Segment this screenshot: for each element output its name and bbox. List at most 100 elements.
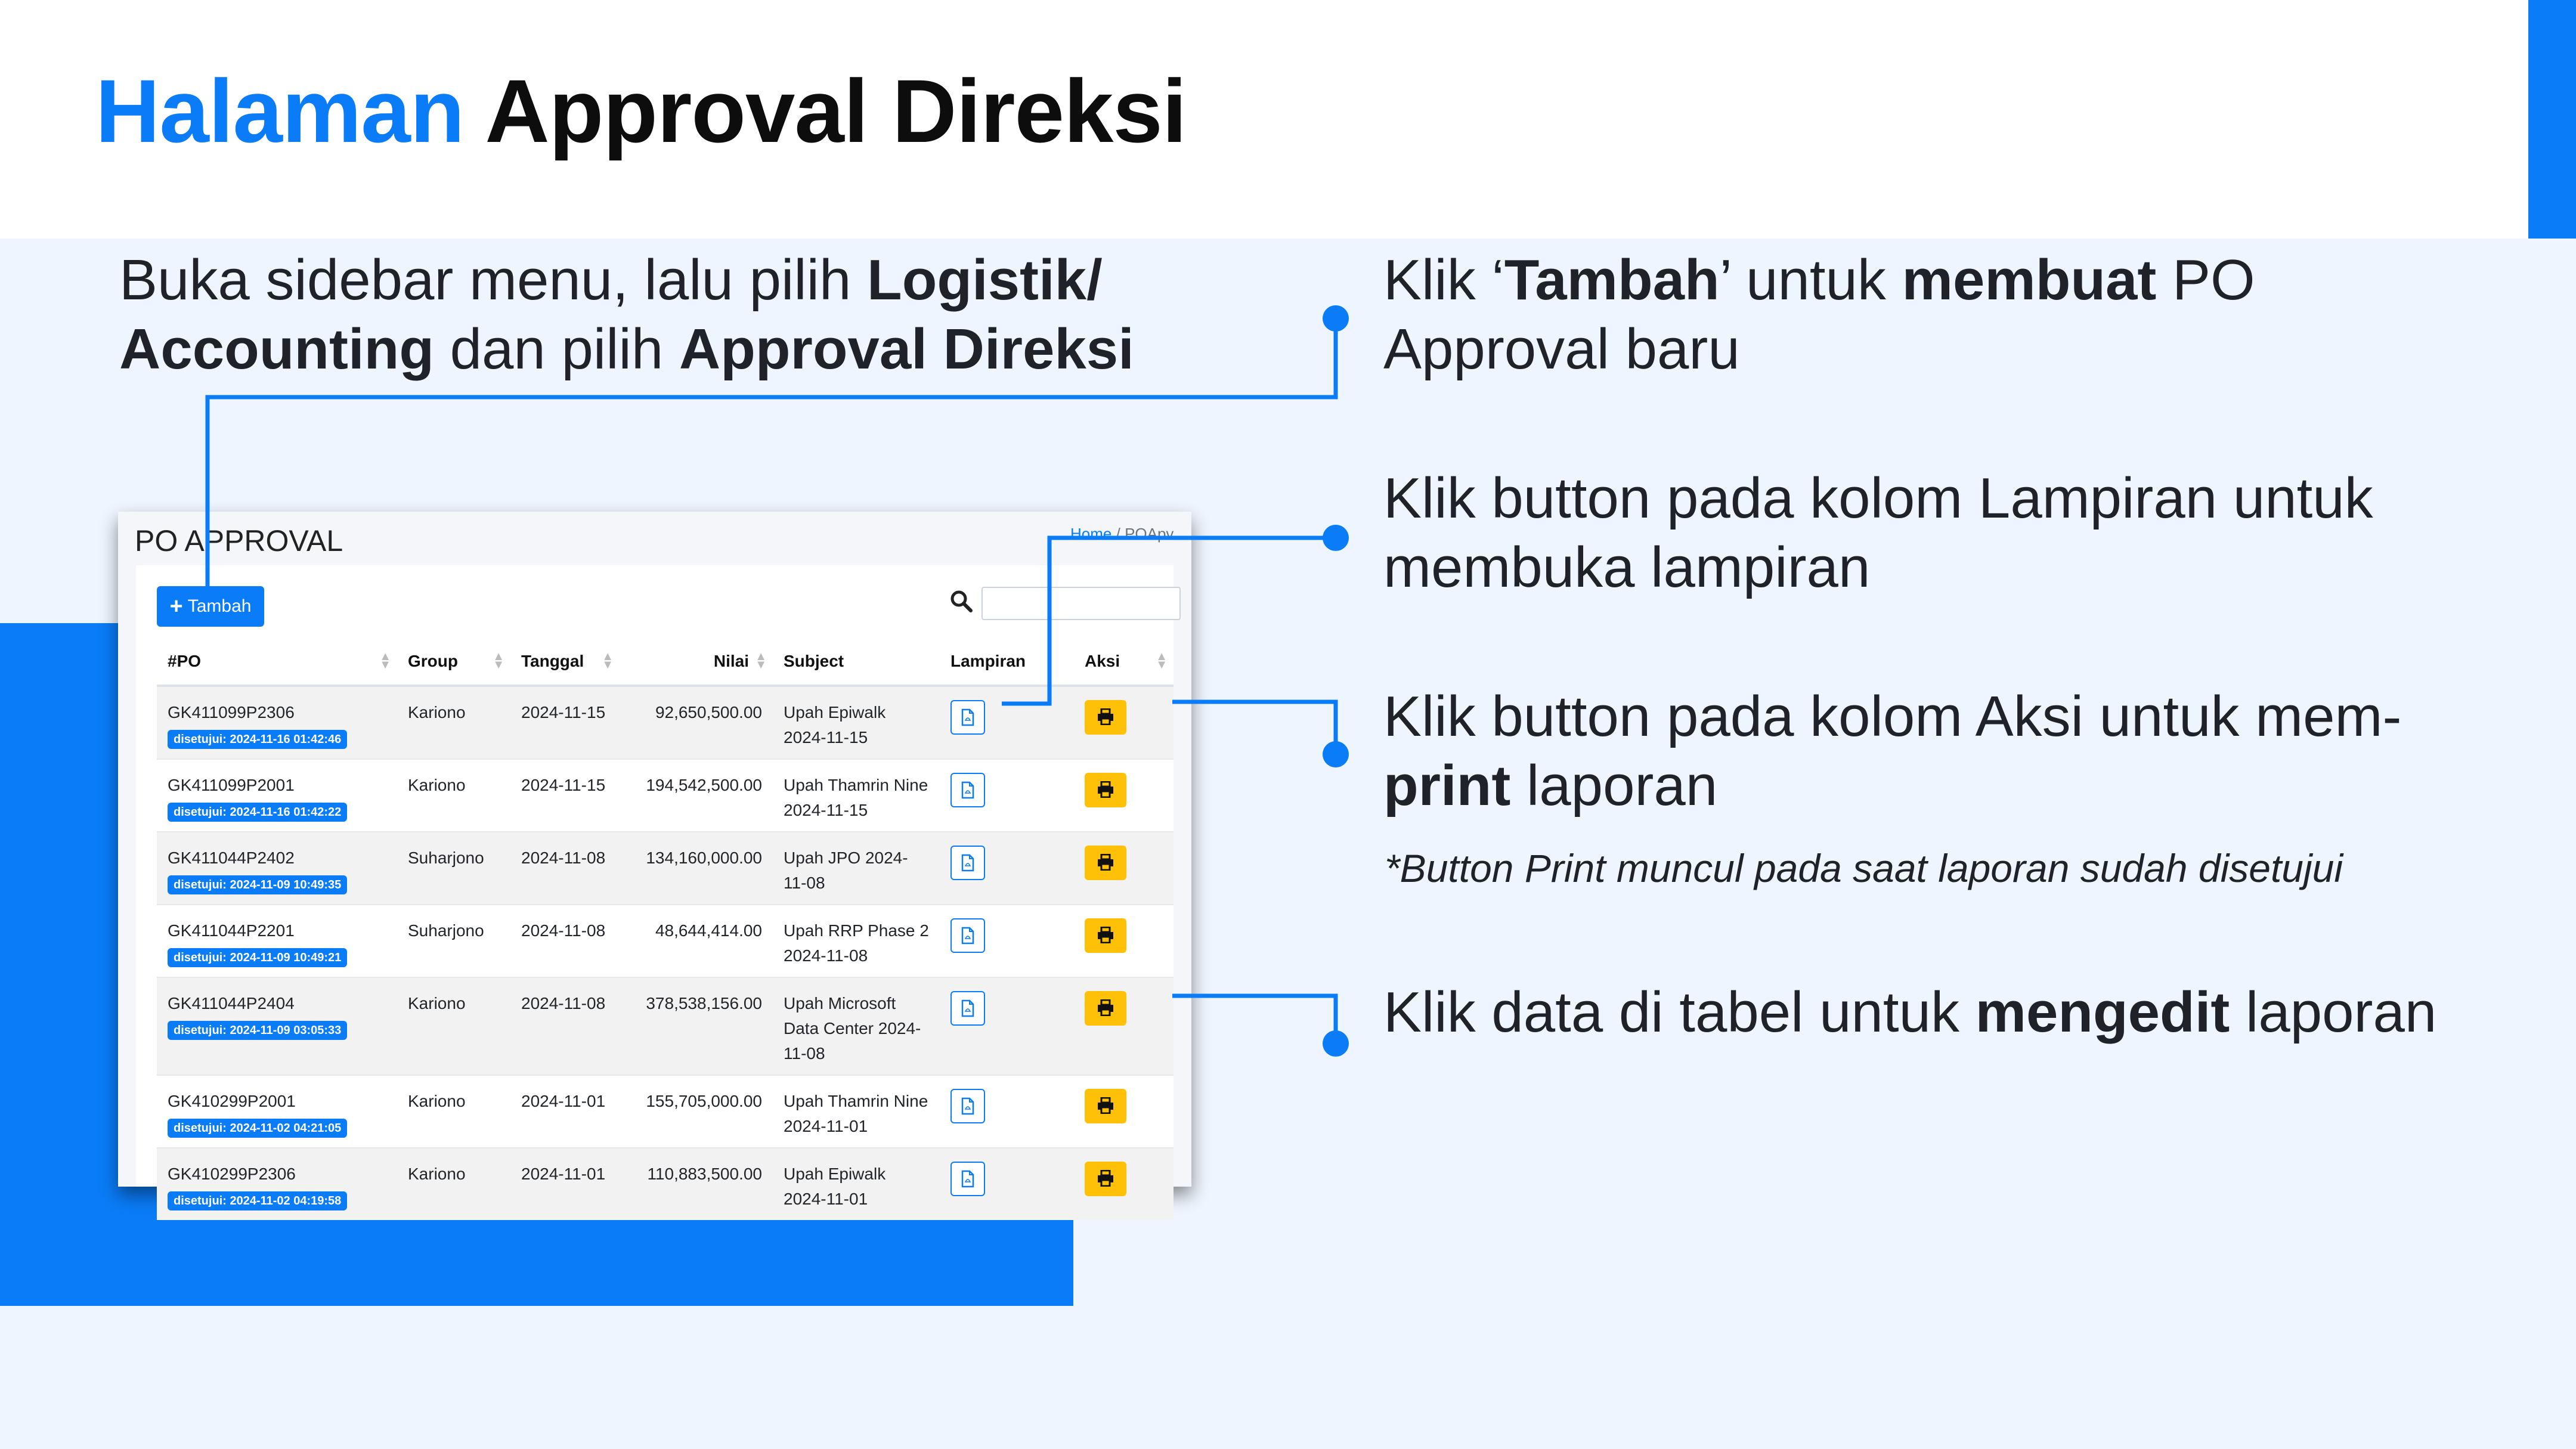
screenshot-panel: PO APPROVAL Home / POApv + Tambah #PO▲▼ … bbox=[118, 512, 1191, 1220]
group-cell: Suharjono bbox=[397, 831, 510, 905]
print-button[interactable] bbox=[1085, 846, 1126, 880]
po-approval-title: PO APPROVAL bbox=[135, 524, 343, 558]
group-cell: Kariono bbox=[397, 1147, 510, 1220]
col-aksi[interactable]: Aksi▲▼ bbox=[1074, 638, 1174, 687]
title-highlight: Halaman bbox=[95, 61, 465, 161]
tanggal-cell: 2024-11-15 bbox=[510, 685, 620, 759]
print-button[interactable] bbox=[1085, 991, 1126, 1026]
col-group[interactable]: Group▲▼ bbox=[397, 638, 510, 687]
print-button[interactable] bbox=[1085, 1162, 1126, 1196]
printer-icon bbox=[1098, 1170, 1113, 1187]
file-pdf-icon bbox=[961, 854, 974, 872]
instruction-sidebar: Buka sidebar menu, lalu pilih Logistik/A… bbox=[119, 248, 1134, 381]
sort-icon: ▲▼ bbox=[1156, 650, 1168, 671]
group-cell: Kariono bbox=[397, 1075, 510, 1148]
status-badge: disetujui: 2024-11-02 04:21:05 bbox=[168, 1119, 348, 1138]
tambah-label: Tambah bbox=[187, 596, 252, 616]
callout-dot-edit bbox=[1323, 1030, 1349, 1057]
lampiran-button[interactable] bbox=[950, 918, 985, 953]
lampiran-button[interactable] bbox=[950, 1089, 985, 1123]
nilai-cell: 92,650,500.00 bbox=[620, 685, 773, 759]
subject-cell: Upah Microsoft Data Center 2024-11-08 bbox=[773, 977, 940, 1075]
print-button[interactable] bbox=[1085, 1089, 1126, 1123]
nilai-cell: 155,705,000.00 bbox=[620, 1075, 773, 1148]
printer-icon bbox=[1098, 708, 1113, 725]
col-nilai[interactable]: Nilai▲▼ bbox=[620, 638, 773, 687]
subject-cell: Upah JPO 2024-11-08 bbox=[773, 831, 940, 905]
title-main: Approval Direksi bbox=[485, 61, 1187, 161]
lampiran-button[interactable] bbox=[950, 700, 985, 735]
tanggal-cell: 2024-11-01 bbox=[510, 1075, 620, 1148]
tambah-button[interactable]: + Tambah bbox=[157, 586, 264, 627]
tanggal-cell: 2024-11-15 bbox=[510, 758, 620, 832]
group-cell: Kariono bbox=[397, 758, 510, 832]
callout-dot-lampiran bbox=[1323, 525, 1349, 551]
print-button[interactable] bbox=[1085, 918, 1126, 953]
connector-edit bbox=[1172, 993, 1338, 1044]
search-input[interactable] bbox=[982, 587, 1181, 620]
page-title: Halaman Approval Direksi bbox=[95, 60, 1187, 163]
lampiran-button[interactable] bbox=[950, 846, 985, 880]
col-po[interactable]: #PO▲▼ bbox=[157, 638, 397, 687]
search-icon bbox=[950, 590, 973, 612]
status-badge: disetujui: 2024-11-16 01:42:22 bbox=[168, 803, 348, 822]
po-number: GK411044P2201 bbox=[168, 921, 295, 940]
file-pdf-icon bbox=[961, 781, 974, 799]
col-subject[interactable]: Subject bbox=[773, 638, 940, 687]
nilai-cell: 48,644,414.00 bbox=[620, 904, 773, 977]
table-row[interactable]: GK410299P2306 disetujui: 2024-11-02 04:19… bbox=[157, 1147, 1174, 1220]
subject-cell: Upah Epiwalk 2024-11-15 bbox=[773, 685, 940, 759]
sort-icon: ▲▼ bbox=[602, 650, 614, 671]
group-cell: Kariono bbox=[397, 977, 510, 1075]
po-table: #PO▲▼ Group▲▼ Tanggal▲▼ Nilai▲▼ Subject … bbox=[157, 638, 1174, 1220]
subject-cell: Upah Thamrin Nine 2024-11-01 bbox=[773, 1075, 940, 1148]
connector-lampiran bbox=[1002, 535, 1336, 706]
file-pdf-icon bbox=[961, 708, 974, 726]
sort-icon: ▲▼ bbox=[379, 650, 391, 671]
print-note: *Button Print muncul pada saat laporan s… bbox=[1385, 846, 2343, 890]
breadcrumb-separator: / bbox=[1116, 525, 1120, 543]
instruction-aksi: Klik button pada kolom Aksi untuk mem-pr… bbox=[1383, 685, 2402, 818]
nilai-cell: 110,883,500.00 bbox=[620, 1147, 773, 1220]
lampiran-button[interactable] bbox=[950, 1162, 985, 1196]
table-card: + Tambah #PO▲▼ Group▲▼ Tanggal▲▼ Nilai▲▼… bbox=[136, 565, 1181, 1220]
status-badge: disetujui: 2024-11-02 04:19:58 bbox=[168, 1191, 348, 1210]
nilai-cell: 194,542,500.00 bbox=[620, 758, 773, 832]
print-button[interactable] bbox=[1085, 773, 1126, 807]
lampiran-button[interactable] bbox=[950, 991, 985, 1026]
tanggal-cell: 2024-11-01 bbox=[510, 1147, 620, 1220]
file-pdf-icon bbox=[961, 999, 974, 1017]
connector-tambah bbox=[205, 318, 1338, 589]
callout-dot-tambah bbox=[1323, 305, 1349, 332]
printer-icon bbox=[1098, 854, 1113, 871]
subject-cell: Upah RRP Phase 2 2024-11-08 bbox=[773, 904, 940, 977]
callout-dot-aksi bbox=[1323, 741, 1349, 767]
printer-icon bbox=[1098, 927, 1113, 943]
nilai-cell: 134,160,000.00 bbox=[620, 831, 773, 905]
group-cell: Suharjono bbox=[397, 904, 510, 977]
po-number: GK411099P2306 bbox=[168, 703, 295, 722]
print-button[interactable] bbox=[1085, 700, 1126, 735]
plus-icon: + bbox=[169, 593, 183, 619]
tanggal-cell: 2024-11-08 bbox=[510, 831, 620, 905]
lampiran-button[interactable] bbox=[950, 773, 985, 807]
printer-icon bbox=[1098, 781, 1113, 798]
sort-icon: ▲▼ bbox=[493, 650, 504, 671]
connector-aksi bbox=[1172, 699, 1338, 754]
file-pdf-icon bbox=[961, 1170, 974, 1188]
instruction-lampiran: Klik button pada kolom Lampiran untuk me… bbox=[1383, 466, 2373, 599]
col-tanggal[interactable]: Tanggal▲▼ bbox=[510, 638, 620, 687]
status-badge: disetujui: 2024-11-09 03:05:33 bbox=[168, 1021, 348, 1040]
subject-cell: Upah Thamrin Nine 2024-11-15 bbox=[773, 758, 940, 832]
po-number: GK410299P2306 bbox=[168, 1165, 296, 1183]
file-pdf-icon bbox=[961, 1097, 974, 1115]
instruction-edit: Klik data di tabel untuk mengedit lapora… bbox=[1383, 980, 2437, 1044]
sort-icon: ▲▼ bbox=[755, 650, 767, 671]
